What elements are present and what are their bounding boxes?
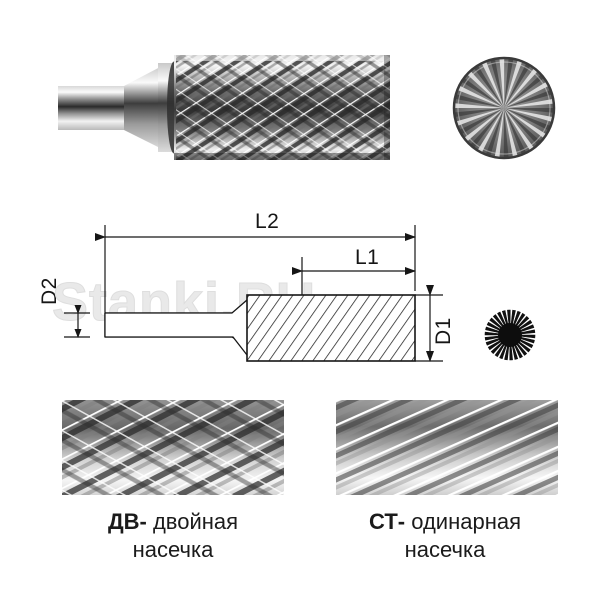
cut-type-desc-single-line2: насечка: [404, 537, 486, 562]
cut-type-desc-double-line2: насечка: [132, 537, 214, 562]
cut-type-caption-single: СТ- одинарная насечка: [320, 508, 570, 564]
cut-sample-double: [62, 400, 284, 495]
carbide-burr-photo: [58, 55, 390, 160]
cut-type-desc-single-line1: одинарная: [411, 509, 522, 534]
cut-type-code-single: СТ-: [368, 509, 406, 534]
cut-type-code-double: ДВ-: [107, 509, 147, 534]
cut-type-desc-double-line1: двойная: [152, 509, 239, 534]
drawing-head-body: [246, 294, 416, 362]
burr-end-view-photo: [452, 56, 556, 160]
technical-dimension-drawing: [64, 225, 536, 362]
burr-cross-section: [484, 309, 536, 361]
cut-type-caption-double: ДВ- двойная насечка: [48, 508, 298, 564]
dimension-label-l1: L1: [355, 246, 380, 269]
cut-sample-single: [336, 400, 558, 495]
dimension-label-l2: L2: [255, 210, 280, 233]
